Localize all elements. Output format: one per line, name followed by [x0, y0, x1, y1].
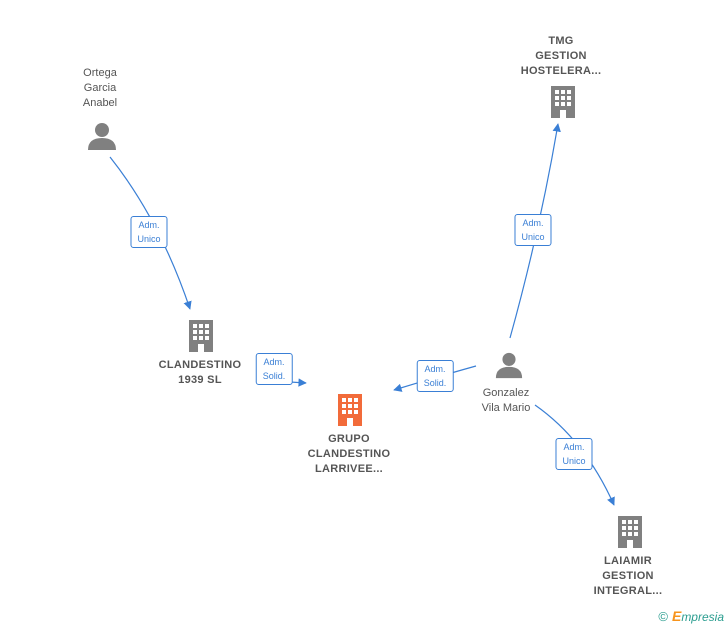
- edge-label-adm-unico[interactable]: Adm. Unico: [514, 214, 552, 246]
- building-icon[interactable]: [548, 84, 578, 120]
- edge-label-adm-unico[interactable]: Adm. Unico: [130, 216, 168, 248]
- building-icon[interactable]: [335, 392, 365, 428]
- node-label-ortega[interactable]: Ortega Garcia Anabel: [82, 67, 118, 109]
- building-icon[interactable]: [186, 318, 216, 354]
- node-label-laiamir[interactable]: LAIAMIR GESTION INTEGRAL...: [593, 555, 663, 597]
- edge-label-adm-solid[interactable]: Adm. Solid.: [255, 353, 293, 385]
- person-icon[interactable]: [86, 120, 118, 152]
- edge-label-adm-unico[interactable]: Adm. Unico: [555, 438, 593, 470]
- person-icon[interactable]: [494, 350, 524, 380]
- node-label-grupo-clandestino[interactable]: GRUPO CLANDESTINO LARRIVEE...: [307, 433, 391, 475]
- copyright-symbol: ©: [658, 608, 668, 624]
- node-label-tmg[interactable]: TMG GESTION HOSTELERA...: [520, 35, 602, 77]
- node-label-gonzalez[interactable]: Gonzalez Vila Mario: [481, 387, 531, 414]
- empresia-logo[interactable]: © Empresia: [658, 608, 724, 624]
- node-label-clandestino-1939[interactable]: CLANDESTINO 1939 SL: [158, 359, 242, 386]
- edge-label-adm-solid[interactable]: Adm. Solid.: [416, 360, 454, 392]
- building-icon[interactable]: [615, 514, 645, 550]
